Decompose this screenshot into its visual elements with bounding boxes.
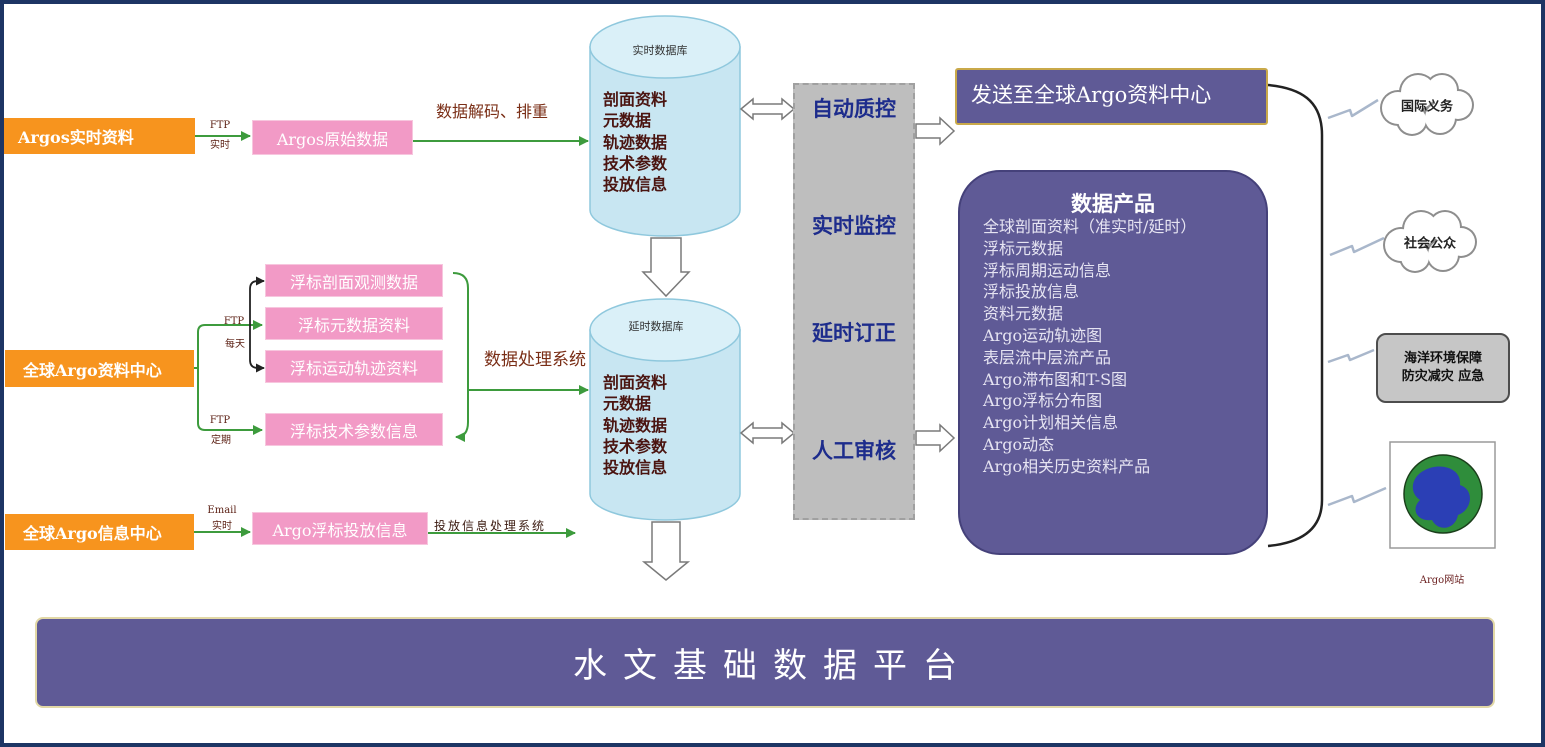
distribution-bracket <box>1267 83 1324 548</box>
cloud-icon <box>1383 210 1477 273</box>
argo-website-label: Argo网站 <box>1419 575 1465 586</box>
user-marine-environment: 海洋环境保障 防灾减灾 应急 <box>1376 333 1510 403</box>
send-to-gdac-box: 发送至全球Argo资料中心 <box>955 68 1268 125</box>
link-label-periodic-frequency: 定期 <box>211 435 231 446</box>
lightning-icon <box>1327 348 1375 364</box>
double-arrow-delayed-qc <box>739 421 796 445</box>
link-label-email-frequency: 实时 <box>212 521 232 532</box>
cloud-icon <box>1380 73 1474 136</box>
database-item: 元数据 <box>603 394 652 414</box>
source-global-argo-data-center: 全球Argo资料中心 <box>5 350 194 387</box>
data-product-item: 资料元数据 <box>983 304 1064 324</box>
database-item: 投放信息 <box>603 458 668 478</box>
hollow-arrow-qc-to-products <box>915 423 956 453</box>
data-product-item: 表层流中层流产品 <box>983 347 1112 367</box>
raw-technical-params: 浮标技术参数信息 <box>265 413 443 446</box>
raw-label: Argo浮标投放信息 <box>272 520 408 540</box>
data-product-item: 浮标周期运动信息 <box>983 260 1112 280</box>
lightning-icon <box>1327 98 1379 120</box>
marine-line-2: 防灾减灾 应急 <box>1401 369 1485 384</box>
raw-argos-data: Argos原始数据 <box>252 120 413 155</box>
source-argos-realtime: Argos实时资料 <box>0 118 195 154</box>
arrow-processing-bracket <box>452 272 469 442</box>
link-label-daily-frequency: 每天 <box>225 339 245 350</box>
arrow-gdac-branches <box>197 320 263 435</box>
double-arrow-realtime-qc <box>739 97 796 121</box>
data-products-title: 数据产品 <box>1071 191 1155 216</box>
qc-step-auto: 自动质控 <box>812 96 896 121</box>
database-item: 剖面资料 <box>603 373 668 392</box>
delayed-database-items: 剖面资料 元数据 轨迹数据 技术参数 投放信息 <box>603 372 667 478</box>
raw-label: 浮标运动轨迹资料 <box>289 358 418 378</box>
raw-label: 浮标元数据资料 <box>297 315 410 335</box>
hollow-arrow-delayed-to-platform <box>641 521 691 581</box>
data-product-item: Argo浮标分布图 <box>983 391 1103 411</box>
globe-icon <box>1389 441 1496 549</box>
lightning-icon <box>1329 236 1385 257</box>
data-product-item: Argo动态 <box>983 434 1055 454</box>
marine-line-1: 海洋环境保障 <box>1403 351 1482 366</box>
delayed-database-label: 延时数据库 <box>628 320 684 333</box>
database-item: 轨迹数据 <box>603 415 668 435</box>
arrow-profile-trajectory-bracket <box>249 276 265 373</box>
link-label-daily-protocol: FTP <box>223 316 245 327</box>
qc-band: 自动质控 实时监控 延时订正 人工审核 <box>793 83 915 520</box>
hollow-arrow-qc-to-send <box>915 116 956 146</box>
qc-step-realtime-monitor: 实时监控 <box>812 213 896 238</box>
data-products-box: 数据产品 全球剖面资料（准实时/延时） 浮标元数据 浮标周期运动信息 浮标投放信… <box>958 170 1268 555</box>
data-product-item: 浮标元数据 <box>983 238 1064 258</box>
user-international-obligation: 国际义务 <box>1400 99 1454 115</box>
link-label-periodic-protocol: FTP <box>209 415 231 426</box>
database-item: 剖面资料 <box>603 90 668 109</box>
link-label-argos-protocol: FTP <box>209 120 231 131</box>
process-decode-dedupe: 数据解码、排重 <box>436 102 549 121</box>
data-product-item: Argo滞布图和T-S图 <box>983 369 1128 389</box>
platform-label: 水文基础数据平台 <box>573 646 973 686</box>
database-item: 投放信息 <box>603 175 668 195</box>
qc-step-delayed-correction: 延时订正 <box>812 320 896 345</box>
realtime-database-cylinder <box>589 15 741 237</box>
hydrology-data-platform: 水文基础数据平台 <box>35 617 1495 708</box>
source-label: Argos实时资料 <box>18 128 134 147</box>
raw-profile-data: 浮标剖面观测数据 <box>265 264 443 297</box>
data-products-list: 全球剖面资料（准实时/延时） 浮标元数据 浮标周期运动信息 浮标投放信息 资料元… <box>983 216 1196 478</box>
database-item: 轨迹数据 <box>603 132 668 152</box>
data-product-item: Argo相关历史资料产品 <box>983 456 1151 476</box>
link-label-argos-frequency: 实时 <box>210 140 230 151</box>
process-deployment-info-system: 投放信息处理系统 <box>434 519 547 533</box>
raw-deployment-info: Argo浮标投放信息 <box>252 512 428 545</box>
data-product-item: Argo计划相关信息 <box>983 413 1119 433</box>
data-product-item: 全球剖面资料（准实时/延时） <box>983 217 1197 236</box>
lightning-icon <box>1327 486 1387 507</box>
qc-step-manual-review: 人工审核 <box>812 438 896 463</box>
realtime-database-items: 剖面资料 元数据 轨迹数据 技术参数 投放信息 <box>603 89 667 195</box>
hollow-arrow-realtime-to-delayed <box>641 237 691 298</box>
realtime-database-label: 实时数据库 <box>632 44 688 57</box>
data-product-item: 浮标投放信息 <box>983 282 1080 302</box>
source-global-argo-info-center: 全球Argo信息中心 <box>5 514 194 550</box>
raw-trajectory-data: 浮标运动轨迹资料 <box>265 350 443 383</box>
source-label: 全球Argo资料中心 <box>23 360 162 380</box>
database-item: 技术参数 <box>603 436 668 456</box>
user-public: 社会公众 <box>1403 236 1457 252</box>
link-label-email-protocol: Email <box>207 505 237 516</box>
source-label: 全球Argo信息中心 <box>23 524 162 543</box>
raw-label: 浮标技术参数信息 <box>289 421 418 441</box>
send-to-gdac-label: 发送至全球Argo资料中心 <box>971 83 1212 107</box>
delayed-database-cylinder <box>589 298 741 521</box>
raw-metadata: 浮标元数据资料 <box>265 307 443 340</box>
raw-label: Argos原始数据 <box>276 129 389 149</box>
database-item: 元数据 <box>603 111 652 131</box>
database-item: 技术参数 <box>603 153 668 173</box>
data-product-item: Argo运动轨迹图 <box>983 325 1103 345</box>
raw-label: 浮标剖面观测数据 <box>289 272 418 292</box>
process-data-processing-system: 数据处理系统 <box>484 350 586 370</box>
